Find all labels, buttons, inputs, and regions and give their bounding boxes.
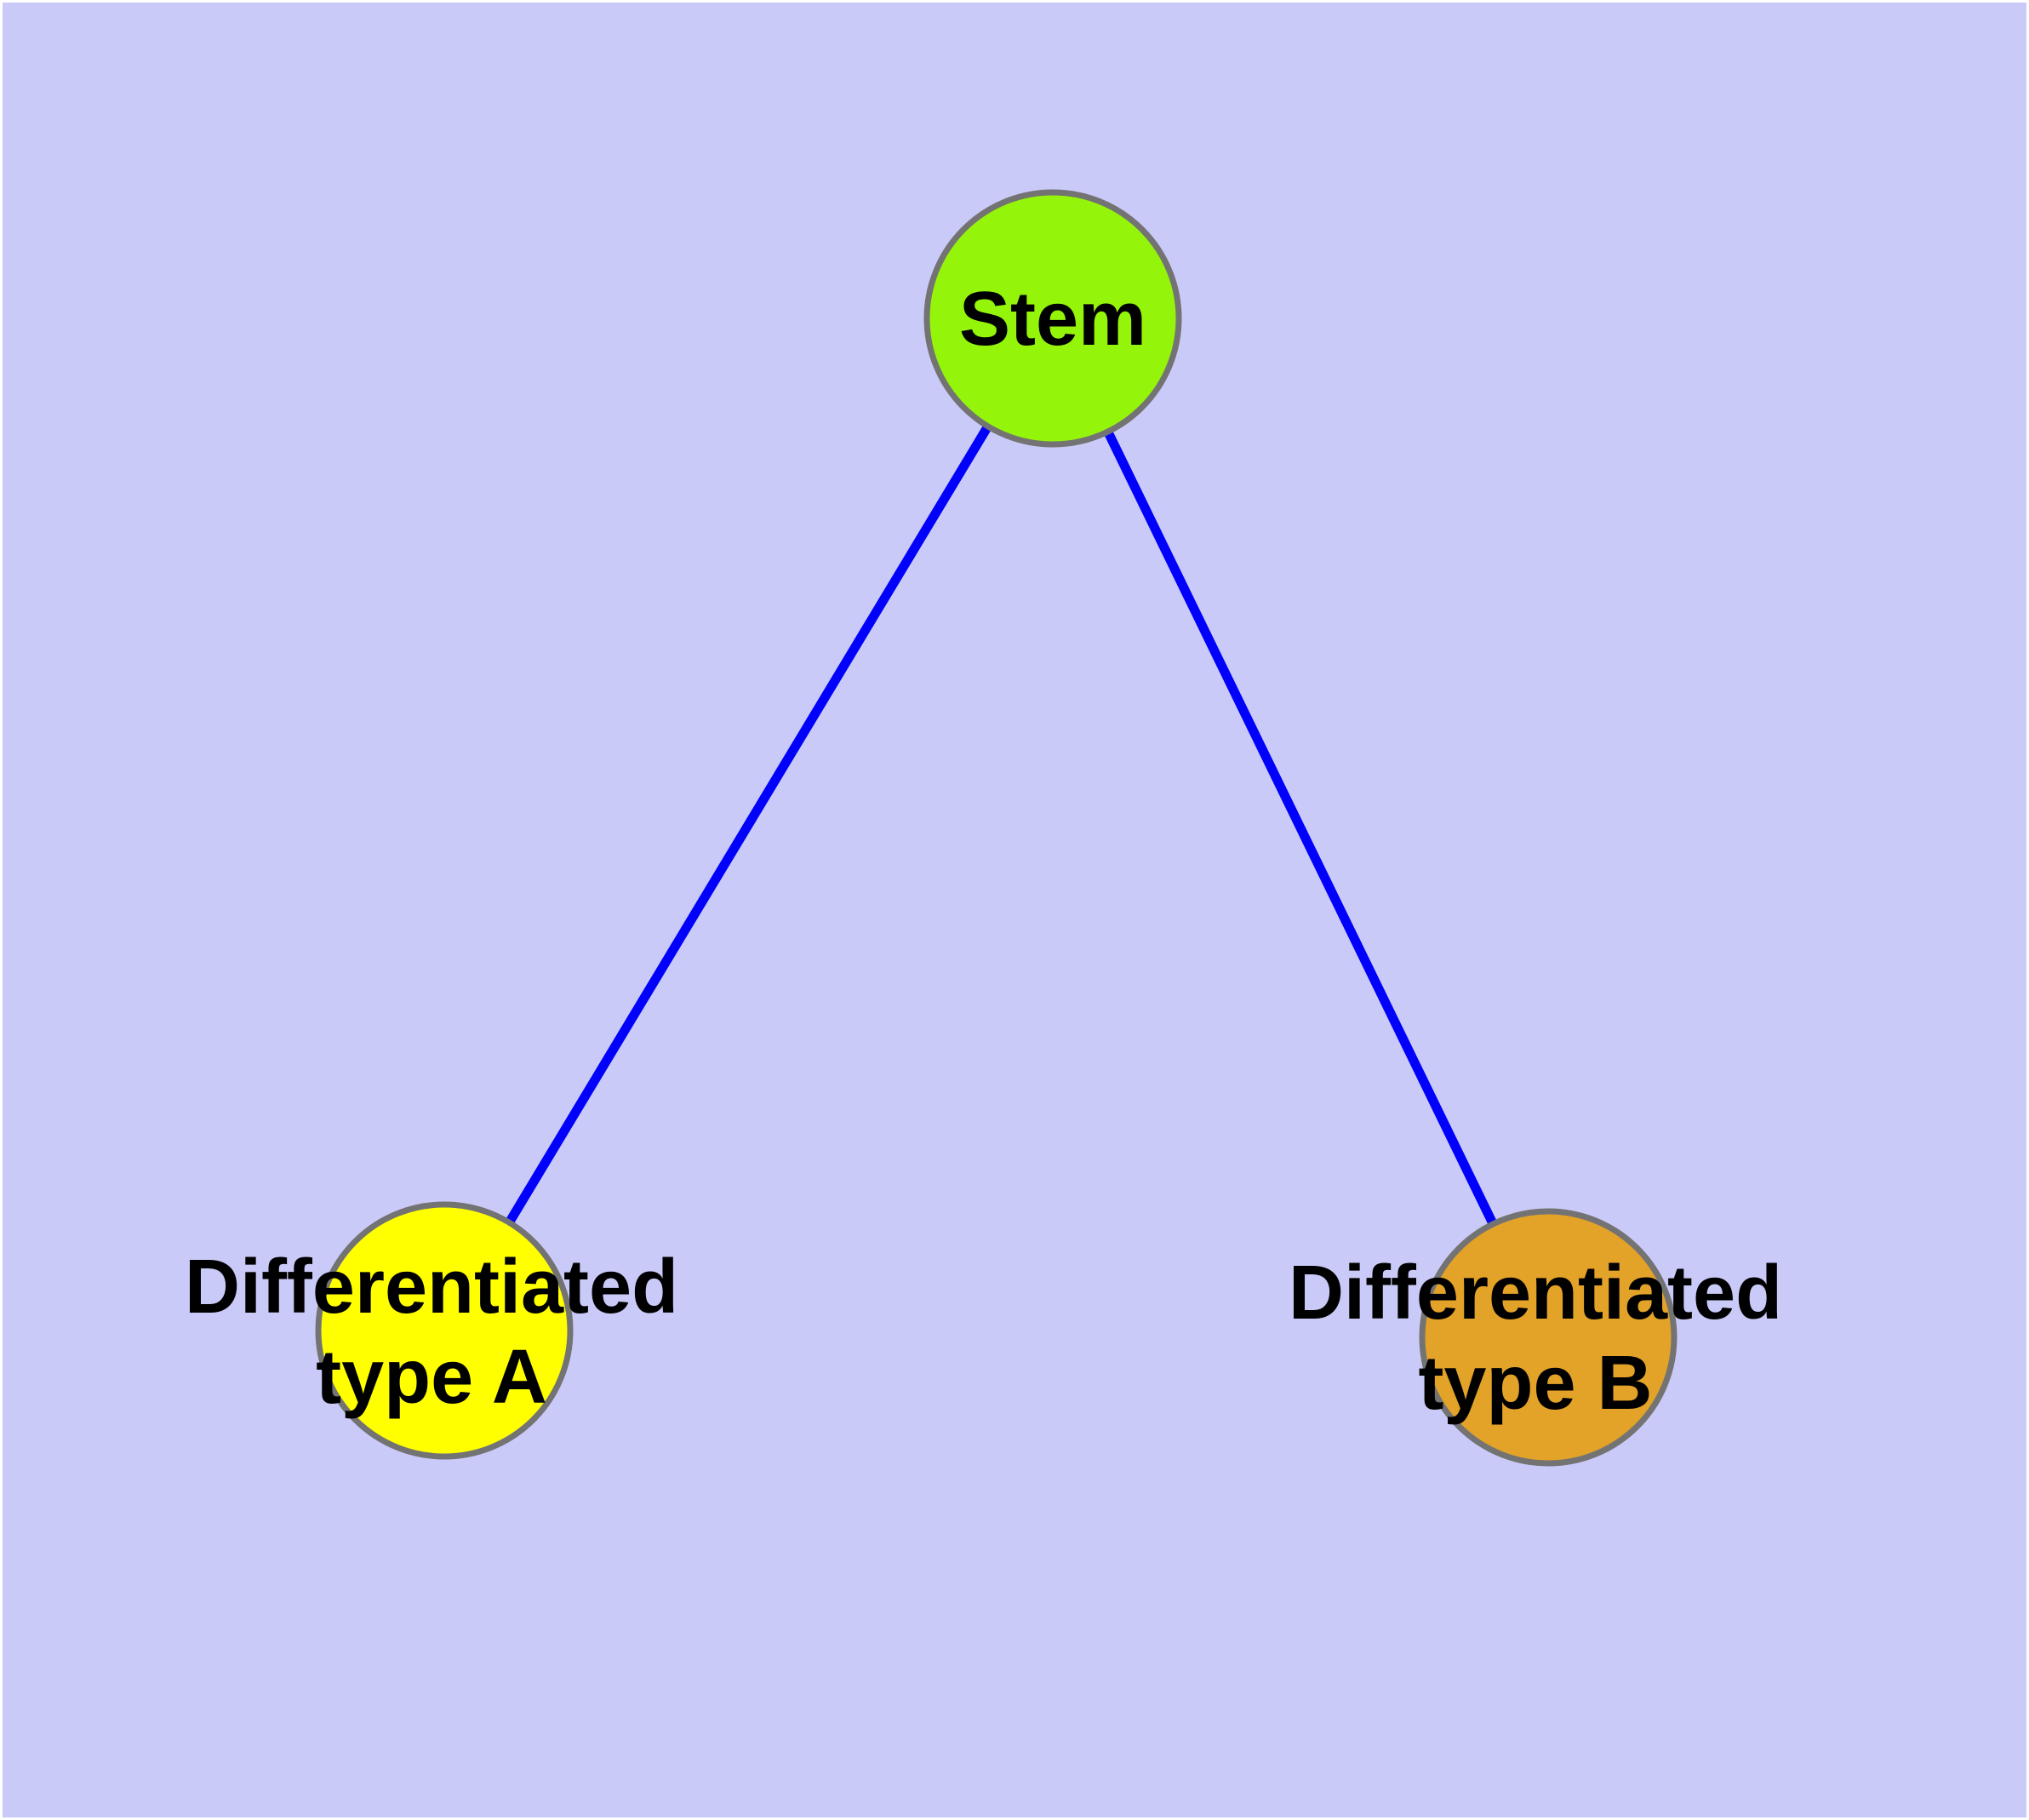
edge-stem-to-type-b — [1049, 316, 1552, 1340]
node-type-a-circle — [315, 1201, 574, 1460]
node-stem-circle — [923, 189, 1182, 448]
edge-stem-to-type-a — [440, 316, 1057, 1333]
node-type-b-circle — [1419, 1208, 1677, 1467]
